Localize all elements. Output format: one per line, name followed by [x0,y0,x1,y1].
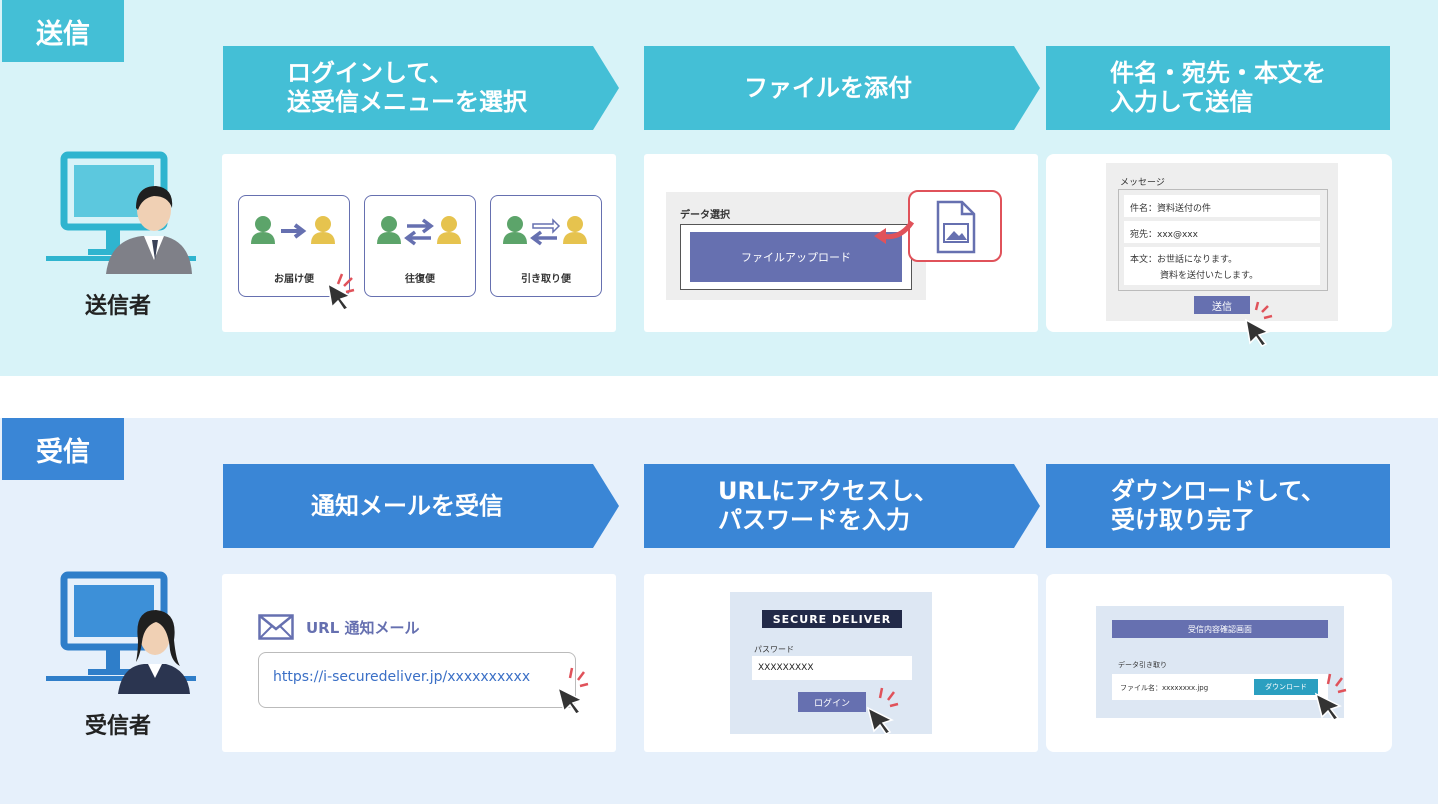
mail-title: URL 通知メール [306,619,420,637]
receive-step-3: ダウンロードして、受け取り完了 [1046,464,1390,548]
send-button[interactable]: 送信 [1194,296,1250,314]
download-section-label: データ引き取り [1118,661,1167,669]
receive-step-2-line2: パスワードを入力 [717,506,910,534]
receive-step-2: URLにアクセスし、パスワードを入力 [644,464,1040,548]
send-step-1: ログインして、送受信メニューを選択 [223,46,619,130]
one-way-transfer-icon [251,216,335,244]
message-title: メッセージ [1120,178,1165,188]
receive-step-3-line1: ダウンロードして、 [1110,477,1326,505]
receiver-label: 受信者 [84,714,151,739]
send-step-3: 件名・宛先・本文を入力して送信 [1046,46,1390,130]
round-trip-transfer-icon [377,216,461,246]
login-panel: SECURE DELIVER パスワード XXXXXXXXX ログイン [730,592,932,734]
menu-item-label: お届け便 [274,274,314,285]
menu-item-hikitori[interactable]: 引き取り便 [490,195,602,297]
send-step-3-line2: 入力して送信 [1110,88,1254,116]
receive-download-card: 受信内容確認画面 データ引き取り ファイル名：xxxxxxxx.jpg ダウンロ… [1046,574,1392,752]
receive-step-1-line1: 通知メールを受信 [311,491,503,520]
menu-item-otodoke[interactable]: お届け便 [238,195,350,297]
cursor-icon [866,687,899,735]
send-step-2: ファイルを添付 [644,46,1040,130]
cursor-icon [1244,301,1273,347]
data-select-title: データ選択 [680,210,730,221]
send-message-card: メッセージ 件名：資料送付の件 宛先：xxx@xxx 本文：お世話になります。 … [1046,154,1392,347]
sender-label: 送信者 [84,294,151,319]
cursor-icon [1314,673,1347,721]
receive-step-2-line1: URLにアクセスし、 [717,477,939,505]
send-step-2-line1: ファイルを添付 [744,73,912,102]
subject-field[interactable]: 件名：資料送付の件 [1124,195,1320,217]
send-step-3-line1: 件名・宛先・本文を [1110,59,1326,87]
sender-computer-icon [46,151,196,274]
password-label: パスワード [754,645,794,654]
send-step-1-line2: 送受信メニューを選択 [287,88,527,116]
to-field[interactable]: 宛先：xxx@xxx [1124,221,1320,243]
download-panel: 受信内容確認画面 データ引き取り ファイル名：xxxxxxxx.jpg ダウンロ… [1096,606,1344,718]
message-form: メッセージ 件名：資料送付の件 宛先：xxx@xxx 本文：お世話になります。 … [1106,163,1338,321]
receive-step-3-line2: 受け取り完了 [1110,506,1255,534]
send-step-1-line1: ログインして、 [287,59,454,87]
receive-step-1: 通知メールを受信 [223,464,619,548]
pickup-transfer-icon [503,216,587,246]
body-field[interactable]: 本文：お世話になります。 資料を送付いたします。 [1124,247,1320,285]
image-file-icon [936,200,976,254]
download-button[interactable]: ダウンロード [1254,679,1318,695]
password-input[interactable]: XXXXXXXXX [752,656,912,680]
cursor-icon [556,667,589,715]
menu-item-oufuku[interactable]: 往復便 [364,195,476,297]
receiver-computer-icon [46,571,196,694]
send-tag: 送信 [2,0,124,62]
receive-tag: 受信 [2,418,124,480]
file-upload-button[interactable]: ファイルアップロード [690,232,902,282]
body-line-2: 資料を送付いたします。 [1160,271,1259,281]
receive-mail-card: URL 通知メール https://i-securedeliver.jp/xxx… [222,574,616,752]
mail-icon [258,614,294,640]
file-thumbnail [908,190,1002,262]
receive-login-card: SECURE DELIVER パスワード XXXXXXXXX ログイン [644,574,1038,752]
url-link[interactable]: https://i-securedeliver.jp/xxxxxxxxxx [258,652,576,708]
drag-arrow-icon [874,220,915,244]
menu-item-label: 往復便 [405,274,435,285]
file-name: ファイル名：xxxxxxxx.jpg [1120,684,1209,692]
send-upload-card: データ選択 ファイルアップロード [644,154,1038,332]
cursor-icon [326,273,355,310]
brand-logo: SECURE DELIVER [762,610,902,628]
login-button[interactable]: ログイン [798,692,866,712]
send-menu-card: お届け便 往復便 引き取り便 [222,154,616,332]
menu-item-label: 引き取り便 [521,274,571,285]
confirm-header: 受信内容確認画面 [1112,620,1328,638]
body-line-1: 本文：お世話になります。 [1130,255,1238,265]
data-select-panel: データ選択 ファイルアップロード [666,192,926,300]
